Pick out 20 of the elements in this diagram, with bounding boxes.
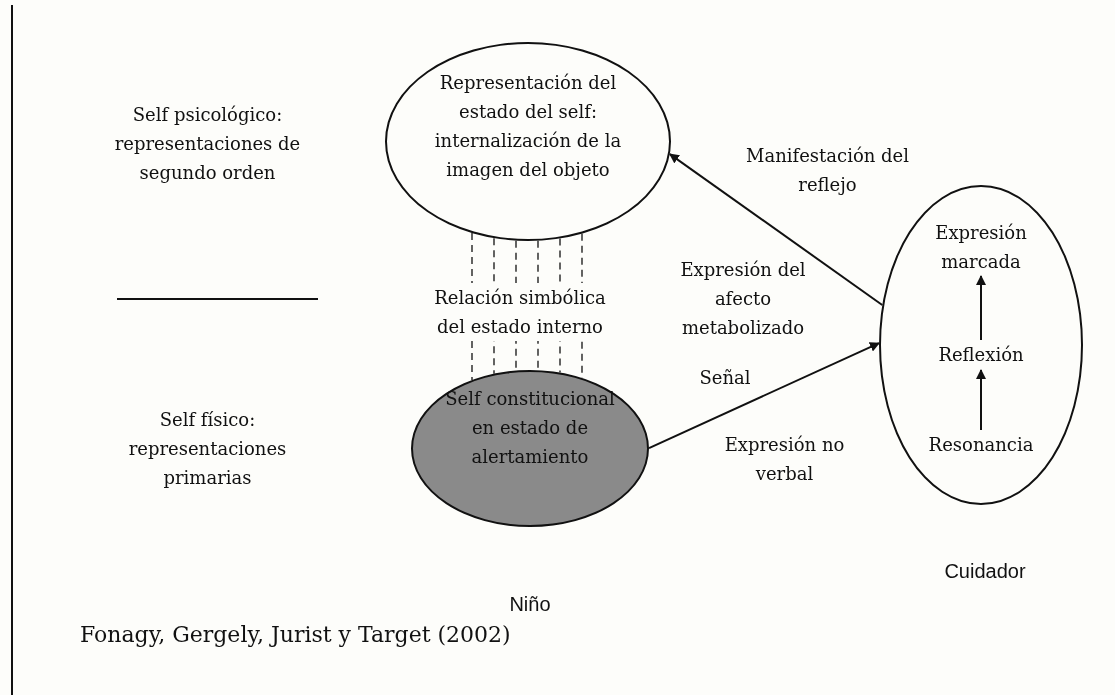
node-text: Representación del estado del self: internalización de la imagen del objeto [433,71,623,182]
caption: Fonagy, Gergely, Jurist y Target (2002) [80,621,511,649]
text-label: Expresión no verbal [723,433,846,486]
node-text: Self constitucional en estado de alertamiento [444,387,616,469]
ellipse [385,42,671,241]
arrow [668,153,884,306]
role-label: Niño [508,592,552,617]
arrow [648,342,880,450]
text-label: Self psicológico: representaciones de segundo orden [113,103,302,185]
edge-label: Señal [698,366,752,390]
node-text: Reflexión [920,340,1042,370]
ellipse [879,185,1083,505]
arrow [976,275,986,341]
edge-label: Manifestación del reflejo [745,144,910,197]
text-label: Expresión del afecto metabolizado [679,258,807,340]
text-label: Self físico: representaciones primarias [127,408,288,490]
node-text: Expresión marcada [900,218,1062,276]
role-label: Cuidador [943,559,1027,584]
node-text: Resonancia [900,430,1062,460]
arrow [976,369,986,431]
